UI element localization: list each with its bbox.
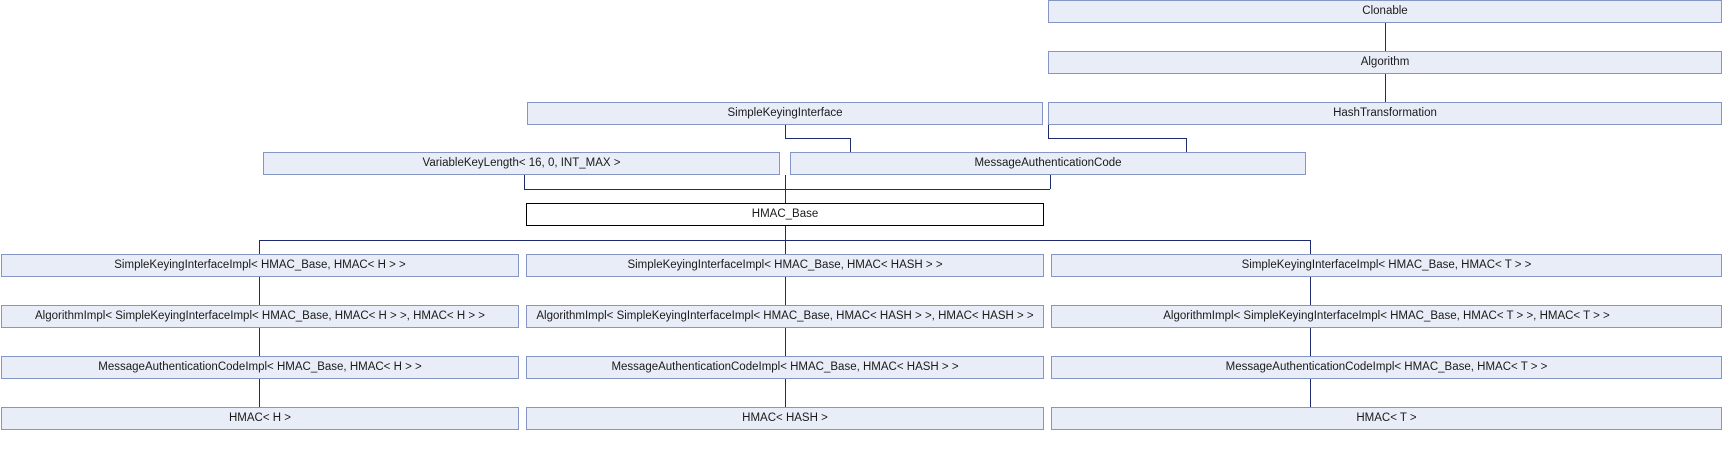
edge-segment [850, 138, 851, 152]
class-node-ai_hash[interactable]: AlgorithmImpl< SimpleKeyingInterfaceImpl… [526, 305, 1044, 328]
edge-segment [785, 240, 786, 254]
class-node-clonable[interactable]: Clonable [1048, 0, 1722, 23]
class-node-maci_hash[interactable]: MessageAuthenticationCodeImpl< HMAC_Base… [526, 356, 1044, 379]
class-node-ski_hash[interactable]: SimpleKeyingInterfaceImpl< HMAC_Base, HM… [526, 254, 1044, 277]
edge-segment [524, 189, 785, 190]
edge-segment [785, 328, 786, 356]
edge-segment [1310, 277, 1311, 305]
edge-segment [1186, 138, 1187, 152]
edge-segment [259, 379, 260, 407]
edge-segment [259, 240, 260, 254]
class-node-macode[interactable]: MessageAuthenticationCode [790, 152, 1306, 175]
edge-segment [1050, 175, 1051, 189]
edge-segment [785, 379, 786, 407]
edge-segment [1310, 240, 1311, 254]
class-node-ai_t[interactable]: AlgorithmImpl< SimpleKeyingInterfaceImpl… [1051, 305, 1722, 328]
class-node-ai_h[interactable]: AlgorithmImpl< SimpleKeyingInterfaceImpl… [1, 305, 519, 328]
edge-segment [1048, 125, 1049, 138]
edge-segment [1048, 138, 1186, 139]
edge-segment [785, 189, 1050, 190]
edge-segment [1310, 328, 1311, 356]
class-node-hmac_h[interactable]: HMAC< H > [1, 407, 519, 430]
edge-segment [259, 277, 260, 305]
class-node-maci_t[interactable]: MessageAuthenticationCodeImpl< HMAC_Base… [1051, 356, 1722, 379]
edge-segment [259, 240, 1310, 241]
class-node-ski_h[interactable]: SimpleKeyingInterfaceImpl< HMAC_Base, HM… [1, 254, 519, 277]
class-node-varkeylen[interactable]: VariableKeyLength< 16, 0, INT_MAX > [263, 152, 780, 175]
edge-segment [1310, 379, 1311, 407]
class-node-ski_t[interactable]: SimpleKeyingInterfaceImpl< HMAC_Base, HM… [1051, 254, 1722, 277]
class-node-maci_h[interactable]: MessageAuthenticationCodeImpl< HMAC_Base… [1, 356, 519, 379]
edge-segment [785, 277, 786, 305]
edge-segment [259, 328, 260, 356]
class-node-hmac_hash[interactable]: HMAC< HASH > [526, 407, 1044, 430]
edge-segment [1385, 23, 1386, 51]
edge-segment [785, 226, 786, 240]
class-node-hmacbase[interactable]: HMAC_Base [526, 203, 1044, 226]
edge-segment [785, 138, 850, 139]
class-node-hashtransform[interactable]: HashTransformation [1048, 102, 1722, 125]
class-node-simplekeying[interactable]: SimpleKeyingInterface [527, 102, 1043, 125]
edge-segment [785, 125, 786, 138]
edge-segment [524, 175, 525, 189]
class-node-hmac_t[interactable]: HMAC< T > [1051, 407, 1722, 430]
edge-segment [1385, 74, 1386, 102]
class-node-algorithm[interactable]: Algorithm [1048, 51, 1722, 74]
